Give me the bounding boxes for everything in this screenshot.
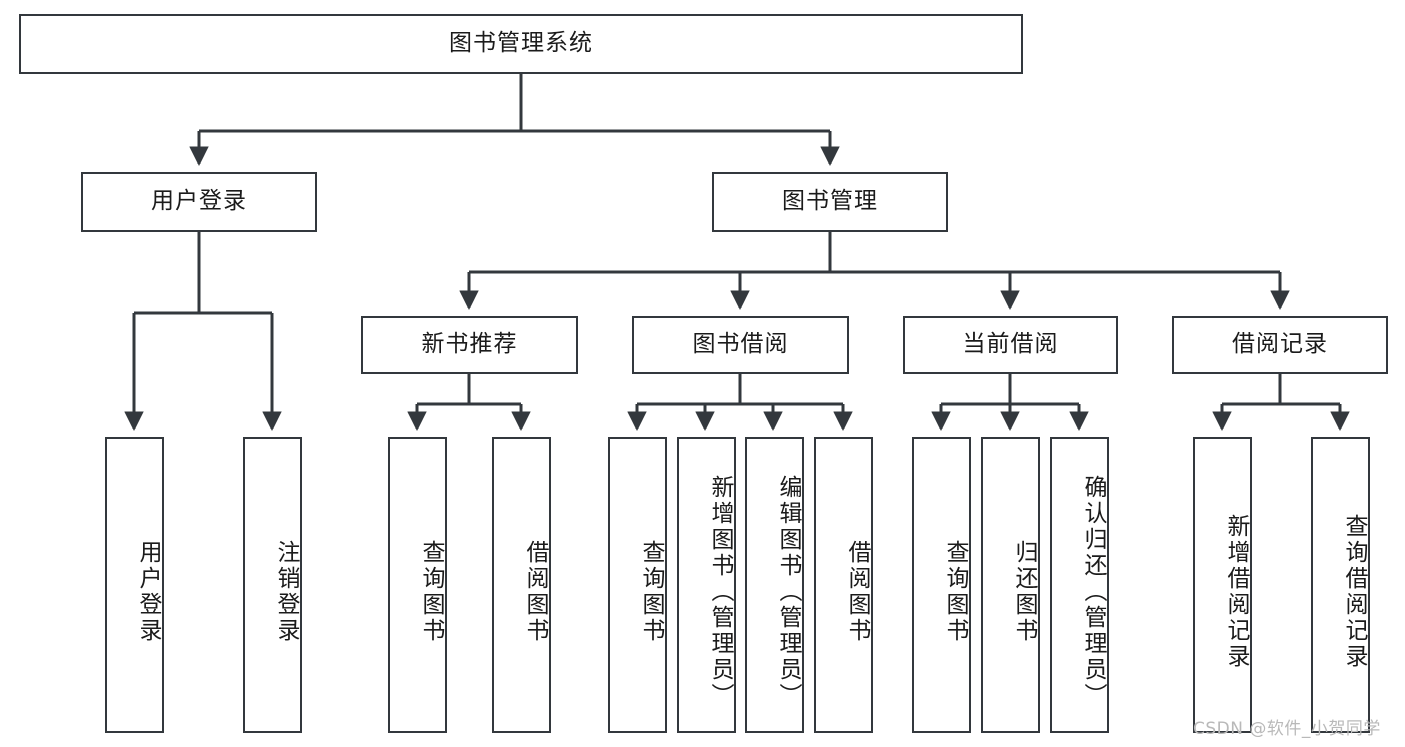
node-label: 用户登录 bbox=[151, 188, 247, 215]
node-label: 图书管理 bbox=[782, 188, 878, 215]
node-label: 查询图书 bbox=[638, 540, 664, 644]
node-label: 新书推荐 bbox=[421, 331, 518, 358]
leaf-borrow-borrow-book[interactable]: 借阅图书 bbox=[814, 437, 873, 733]
node-borrow-record[interactable]: 借阅记录 bbox=[1172, 316, 1388, 374]
leaf-user-login-login[interactable]: 用户登录 bbox=[105, 437, 164, 733]
node-label: 查询图书 bbox=[942, 540, 968, 644]
node-label: 借阅图书 bbox=[844, 540, 870, 644]
leaf-current-return-book[interactable]: 归还图书 bbox=[981, 437, 1040, 733]
leaf-borrow-query-book[interactable]: 查询图书 bbox=[608, 437, 667, 733]
node-label: 图书借阅 bbox=[692, 331, 789, 358]
node-user-login[interactable]: 用户登录 bbox=[81, 172, 317, 232]
leaf-new-book-borrow[interactable]: 借阅图书 bbox=[492, 437, 551, 733]
node-label: 新增图书（管理员） bbox=[707, 475, 733, 709]
node-book-management-system[interactable]: 图书管理系统 bbox=[19, 14, 1023, 74]
node-label: 查询借阅记录 bbox=[1341, 514, 1367, 670]
leaf-borrow-add-book-admin[interactable]: 新增图书（管理员） bbox=[677, 437, 736, 733]
node-label: 借阅图书 bbox=[522, 540, 548, 644]
leaf-borrow-edit-book-admin[interactable]: 编辑图书（管理员） bbox=[745, 437, 804, 733]
node-new-book-recommend[interactable]: 新书推荐 bbox=[361, 316, 578, 374]
leaf-new-book-query[interactable]: 查询图书 bbox=[388, 437, 447, 733]
leaf-current-query-book[interactable]: 查询图书 bbox=[912, 437, 971, 733]
node-label: 查询图书 bbox=[418, 540, 444, 644]
node-book-management[interactable]: 图书管理 bbox=[712, 172, 948, 232]
node-book-borrow[interactable]: 图书借阅 bbox=[632, 316, 849, 374]
leaf-record-query-borrow-record[interactable]: 查询借阅记录 bbox=[1311, 437, 1370, 733]
node-label: 当前借阅 bbox=[962, 331, 1059, 358]
node-label: 归还图书 bbox=[1011, 540, 1037, 644]
node-label: 用户登录 bbox=[135, 540, 161, 644]
leaf-current-confirm-return-admin[interactable]: 确认归还（管理员） bbox=[1050, 437, 1109, 733]
leaf-user-login-logout[interactable]: 注销登录 bbox=[243, 437, 302, 733]
node-current-borrow[interactable]: 当前借阅 bbox=[903, 316, 1118, 374]
node-label: 注销登录 bbox=[273, 540, 299, 644]
leaf-record-add-borrow-record[interactable]: 新增借阅记录 bbox=[1193, 437, 1252, 733]
node-label: 借阅记录 bbox=[1232, 331, 1328, 358]
node-label: 确认归还（管理员） bbox=[1080, 475, 1106, 709]
node-label: 新增借阅记录 bbox=[1223, 514, 1249, 670]
node-label: 编辑图书（管理员） bbox=[775, 475, 801, 709]
node-label: 图书管理系统 bbox=[449, 30, 593, 57]
watermark: CSDN @软件_小贺同学 bbox=[1193, 719, 1381, 739]
